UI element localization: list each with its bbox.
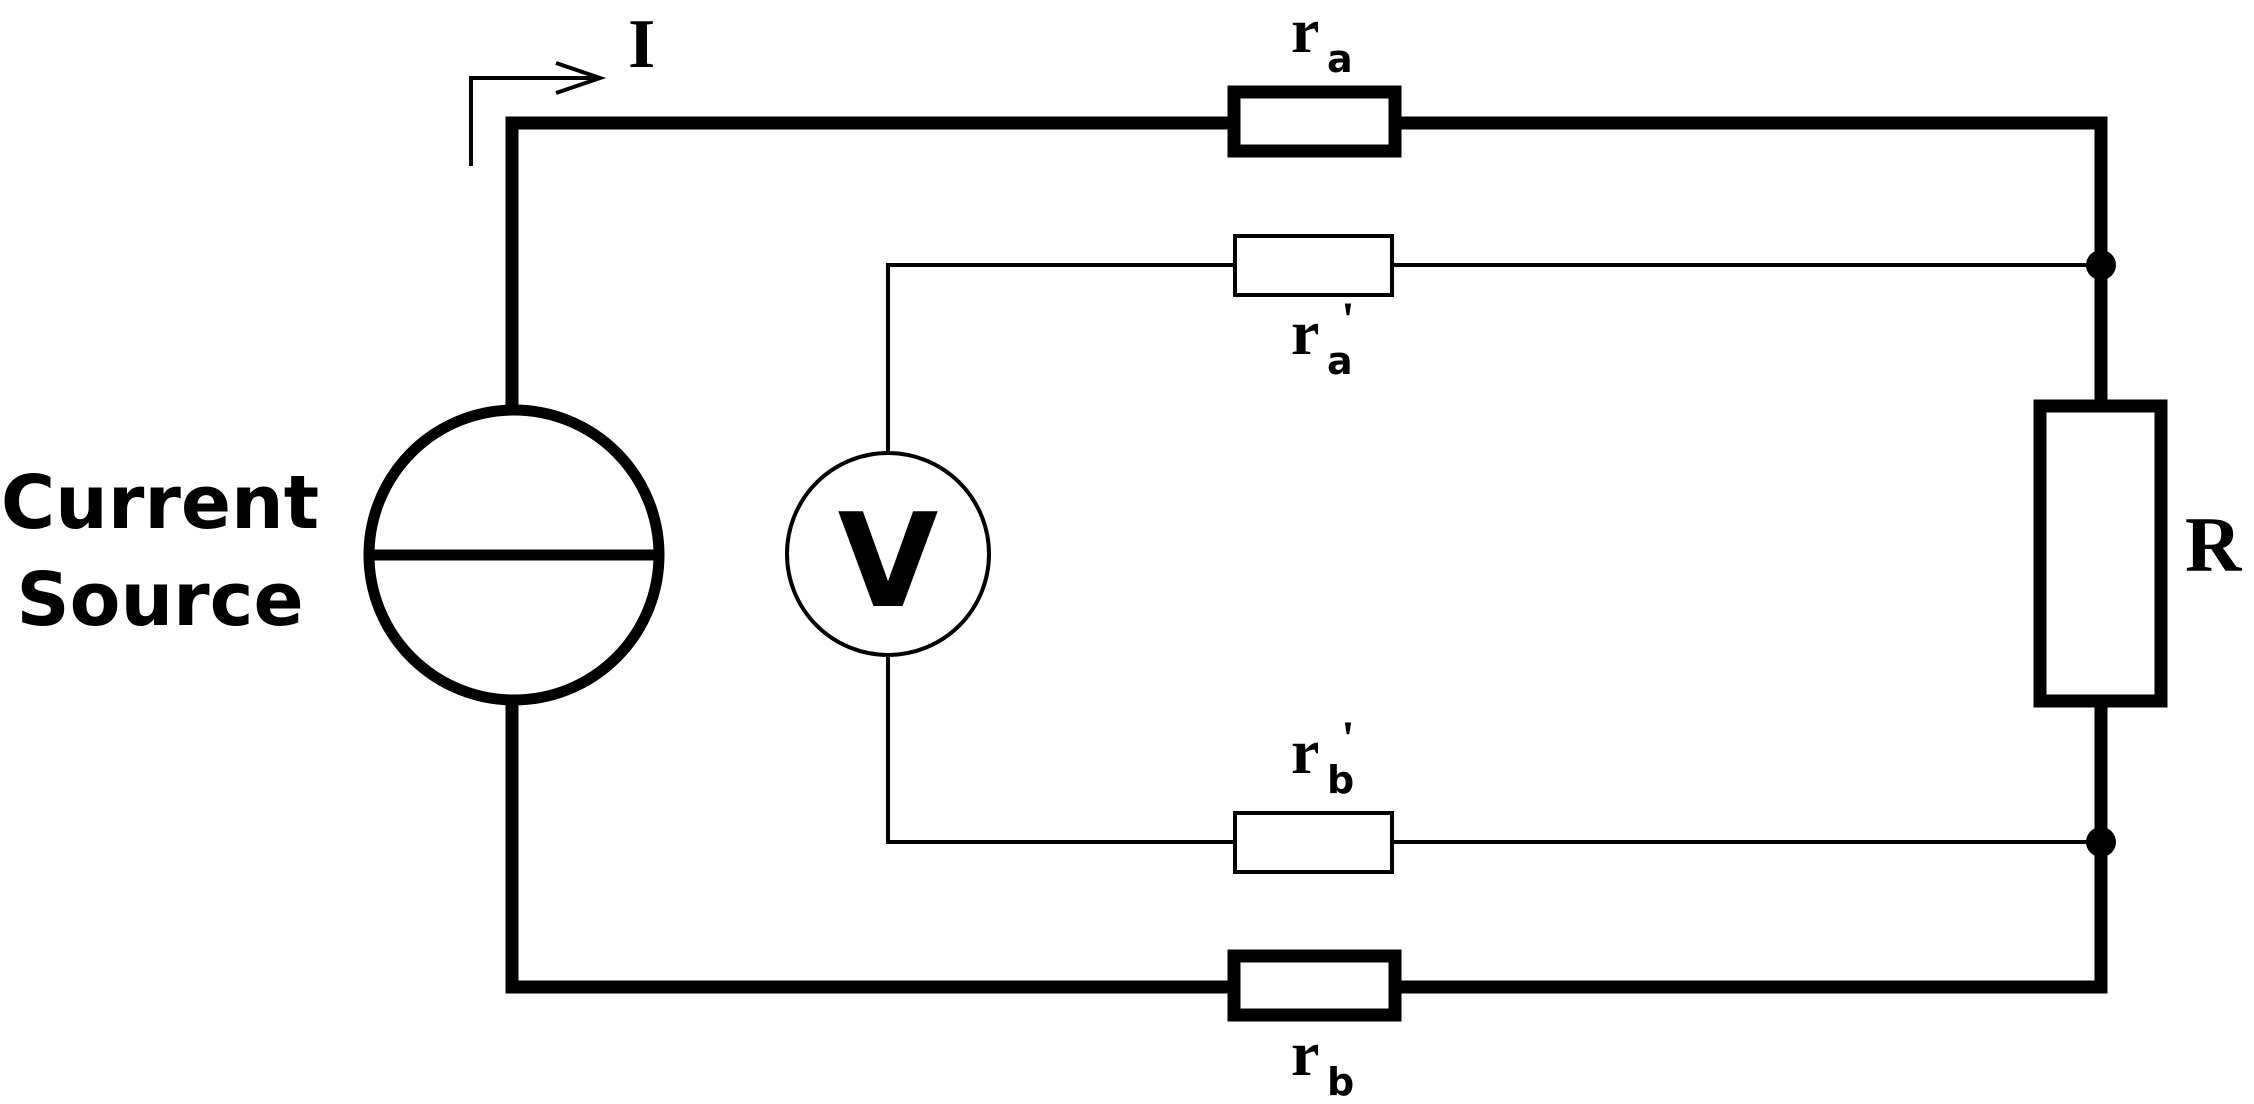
current-source-label-line1: Current [1,460,319,546]
svg-text:': ' [1341,710,1355,766]
bottom-force-wire-right [1388,696,2108,994]
voltmeter-label: V [838,485,939,637]
label-ra: r a [1291,0,1353,81]
svg-text:a: a [1327,37,1353,81]
resistor-rb [1227,949,1402,1022]
svg-text:': ' [1341,291,1355,347]
top-junction-dot [2086,250,2116,280]
svg-text:b: b [1327,1060,1354,1104]
top-sense-wire [886,263,1235,452]
force-circuit [505,116,2108,994]
label-rb-prime: r b ' [1291,710,1355,802]
current-source-label-line2: Source [16,557,303,643]
sense-circuit [886,263,2101,844]
resistor-load-R [2033,399,2168,708]
svg-text:r: r [1291,0,1319,66]
svg-text:r: r [1291,297,1319,368]
bottom-force-wire [505,696,1241,994]
voltmeter-symbol [785,451,991,657]
top-force-wire [505,116,1241,419]
bottom-sense-wire [886,655,1235,844]
label-ra-prime: r a ' [1291,291,1355,383]
resistor-ra-prime [1233,234,1394,297]
current-label: I [628,6,655,83]
resistor-rb-prime [1233,811,1394,874]
current-direction-arrow [469,61,607,166]
load-resistor-label: R [2185,501,2243,588]
bottom-junction-dot [2086,827,2116,857]
resistor-ra [1227,85,1402,158]
svg-text:b: b [1327,758,1354,802]
svg-text:a: a [1327,339,1353,383]
current-source-symbol [363,404,665,706]
label-rb: r b [1291,1018,1354,1104]
svg-text:r: r [1291,716,1319,787]
top-force-wire-right [1388,116,2108,411]
svg-text:r: r [1291,1018,1319,1089]
